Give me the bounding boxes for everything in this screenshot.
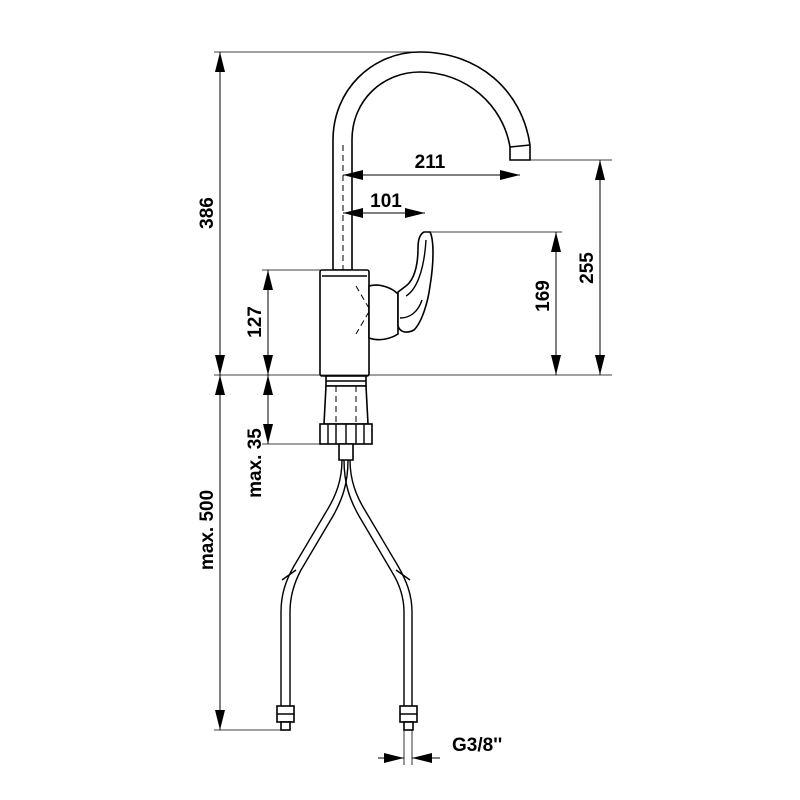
- nut-ribs: [327, 424, 365, 444]
- hose-exit: [338, 443, 354, 461]
- label-spout-reach: 211: [415, 152, 446, 173]
- mounting-stud: [323, 385, 369, 425]
- lever-handle: [397, 231, 434, 333]
- lever-lower-edge: [399, 299, 423, 319]
- right-hose-band: [395, 569, 411, 581]
- label-lever-reach: 101: [370, 191, 402, 212]
- dim-lever-reach: [343, 208, 425, 218]
- right-hose: [343, 459, 413, 706]
- spout-outlet-ring: [509, 144, 531, 148]
- dim-connection-thread: [378, 753, 440, 763]
- faucet-outline: [276, 51, 531, 731]
- cartridge-housing: [368, 284, 399, 341]
- dim-body-height: [263, 270, 273, 375]
- dim-max-deck-thickness: [263, 375, 273, 444]
- dim-total-height: [215, 52, 225, 375]
- lever-inner-edge: [405, 239, 427, 297]
- faucet-body: [319, 269, 370, 377]
- right-hose-tip: [403, 721, 414, 731]
- label-lever-height: 169: [533, 280, 554, 312]
- dim-lever-height: [551, 232, 561, 375]
- label-total-height: 386: [197, 197, 218, 229]
- left-hose-tip: [280, 721, 291, 731]
- left-hose-band: [281, 569, 297, 581]
- dim-spout-reach: [343, 170, 520, 180]
- dim-spout-outlet-height: [595, 160, 605, 375]
- label-spout-outlet-height: 255: [577, 252, 598, 284]
- label-connection-thread: G3/8'': [452, 735, 502, 756]
- label-max-deck-thickness: max. 35: [245, 428, 266, 498]
- extension-lines: [214, 51, 612, 765]
- label-max-hose-length: max. 500: [197, 490, 218, 570]
- label-body-height: 127: [245, 306, 266, 338]
- left-hose: [280, 459, 349, 706]
- dim-max-hose-length: [215, 375, 225, 730]
- stud-hidden-lines: [335, 386, 357, 424]
